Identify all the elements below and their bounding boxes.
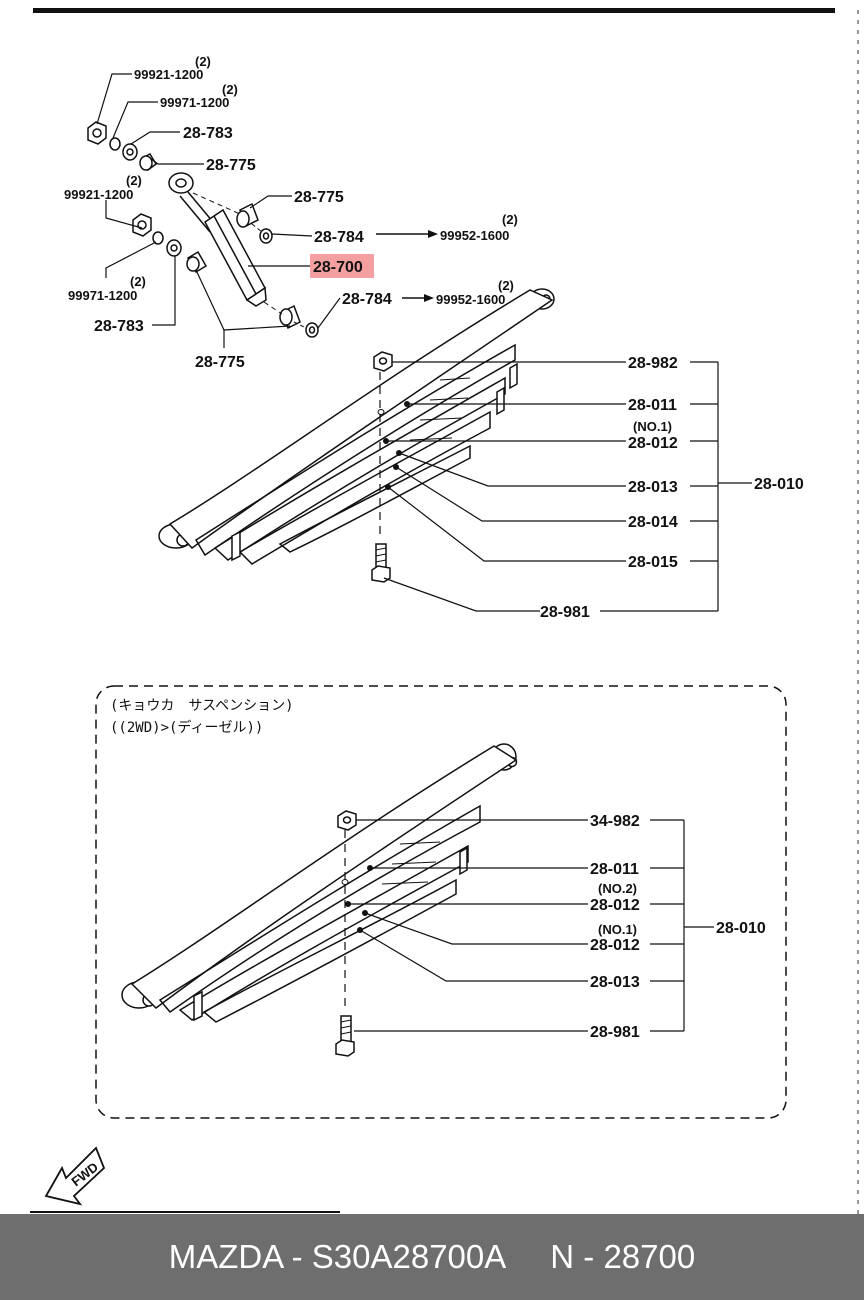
center-hole-1 [377, 409, 385, 415]
footer-text: MAZDA - S30A28700A N - 28700 [168, 1238, 696, 1275]
variant-caption-2: ((2WD)>(ディーゼル)) [110, 719, 263, 736]
washer-784-lower-icon [305, 322, 319, 338]
label-bush-783-top: 28-783 [183, 125, 233, 142]
footer-bar: MAZDA - S30A28700A N - 28700 [0, 1214, 864, 1300]
leaf-spring-1-icon [158, 288, 555, 565]
leaf-spring-2-icon [121, 743, 518, 1023]
nut-left-icon [132, 213, 152, 237]
arrow-784-upper [376, 230, 438, 238]
label-28-012: 28-012 [628, 435, 678, 452]
label-784-lower: 28-784 [342, 291, 392, 308]
label-2-28-981: 28-981 [590, 1024, 640, 1041]
qty-washer-left: (2) [130, 274, 146, 289]
label-nut-left: 99921-1200 [64, 187, 133, 202]
variant-box [95, 685, 787, 1119]
label-bush-775-right: 28-775 [294, 189, 344, 206]
nut-top-icon [87, 121, 107, 145]
fwd-arrow-icon: FWD [44, 1146, 106, 1206]
variant-caption-1: (キョウカ サスペンション) [110, 698, 294, 714]
bushing-775-top-icon [139, 153, 157, 172]
label-784-upper: 28-784 [314, 229, 364, 246]
label-784-lower-ref: 99952-1600 [436, 292, 505, 307]
qty-784-lower-ref: (2) [498, 278, 514, 293]
label-34-982: 34-982 [590, 813, 640, 830]
label-28-982: 28-982 [628, 355, 678, 372]
leaders-leaf-1 [383, 361, 752, 612]
shock-leaders [96, 73, 341, 348]
bushing-783-left-icon [166, 239, 182, 257]
qty-784-upper-ref: (2) [502, 212, 518, 227]
qty-nut-left: (2) [126, 173, 142, 188]
center-hole-2 [341, 879, 349, 885]
label-28-015: 28-015 [628, 554, 678, 571]
label-2-28-013: 28-013 [590, 974, 640, 991]
leaders-leaf-2 [348, 819, 714, 1032]
label-2-28-010: 28-010 [716, 920, 766, 937]
label-bush-775-bottom: 28-775 [195, 354, 245, 371]
label-washer-left: 99971-1200 [68, 288, 137, 303]
qty-washer-top: (2) [222, 82, 238, 97]
label-2-28-012-no1: 28-012 [590, 937, 640, 954]
bushing-lower-icon [279, 304, 301, 330]
note-28-012: (NO.1) [633, 419, 672, 434]
top-border [33, 8, 835, 13]
bushing-775-right-icon [236, 202, 259, 228]
label-nut-top: 99921-1200 [134, 67, 203, 82]
label-28-011: 28-011 [628, 397, 677, 414]
label-28-010: 28-010 [754, 476, 804, 493]
label-28-014: 28-014 [628, 514, 678, 531]
washer-784-upper-icon [259, 228, 273, 244]
label-bush-783-left: 28-783 [94, 318, 144, 335]
washer-top-icon [109, 137, 121, 151]
center-bolt-1-icon [371, 543, 391, 583]
shock-absorber-icon [168, 172, 267, 307]
note-2-28-012-no2: (NO.2) [598, 881, 637, 896]
washer-left-icon [152, 231, 164, 245]
bushing-783-top-icon [122, 143, 138, 161]
label-bush-775-top: 28-775 [206, 157, 256, 174]
label-2-28-012-no2: 28-012 [590, 897, 640, 914]
label-28-013: 28-013 [628, 479, 678, 496]
qty-nut-top: (2) [195, 54, 211, 69]
label-2-28-011: 28-011 [590, 861, 639, 878]
note-2-28-012-no1: (NO.1) [598, 922, 637, 937]
label-washer-top: 99971-1200 [160, 95, 229, 110]
label-28-981: 28-981 [540, 604, 590, 621]
shock-absorber-group [87, 121, 319, 338]
label-shock-absorber: 28-700 [313, 259, 363, 276]
center-bolt-2-icon [335, 1015, 355, 1057]
arrow-784-lower [402, 294, 434, 302]
highlight-28-700 [310, 254, 374, 278]
center-nut-1-icon [373, 351, 393, 372]
label-784-upper-ref: 99952-1600 [440, 228, 509, 243]
parts-diagram: (2) 99921-1200 (2) 99971-1200 28-783 28-… [30, 8, 859, 1214]
center-nut-2-icon [337, 810, 357, 831]
bushing-775-bottom-icon [186, 250, 208, 274]
